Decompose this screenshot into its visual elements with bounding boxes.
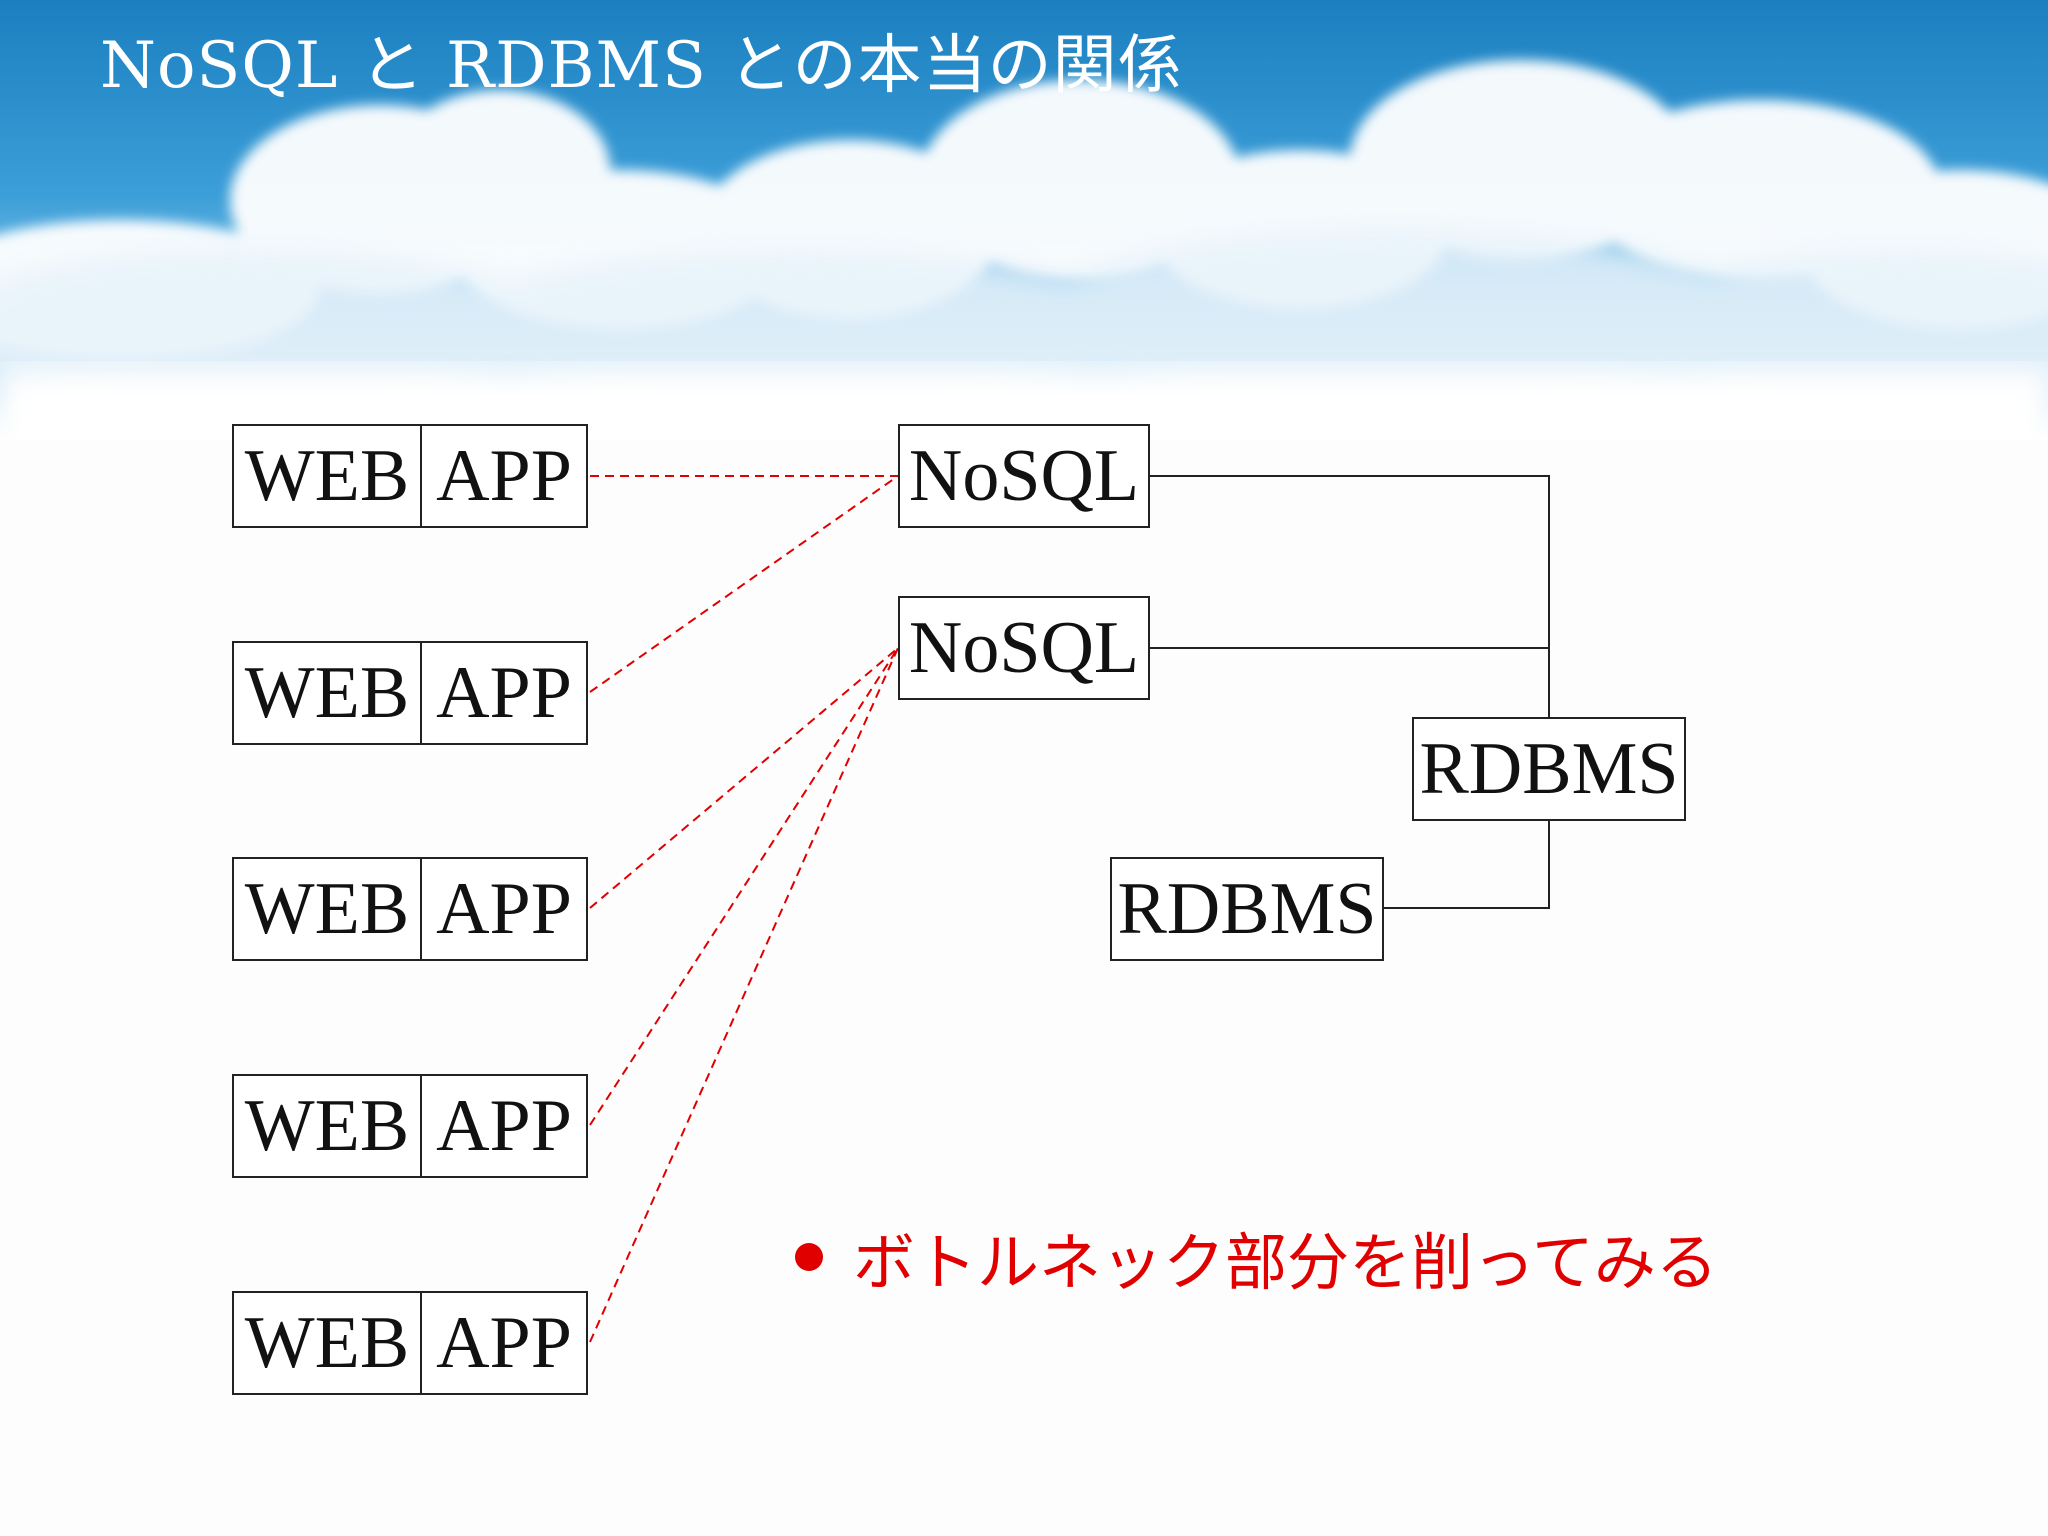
app-node-5: APP bbox=[420, 1291, 588, 1395]
dashed-link-3 bbox=[589, 647, 899, 909]
nosql-node-2: NoSQL bbox=[898, 596, 1150, 700]
bullet-dot-icon bbox=[795, 1243, 823, 1271]
app-node-3: APP bbox=[420, 857, 588, 961]
bullet-note: ボトルネック部分を削ってみる bbox=[795, 1212, 1718, 1302]
solid-link-nosql-1 bbox=[1150, 475, 1550, 718]
web-node-5: WEB bbox=[232, 1291, 422, 1395]
dashed-link-2 bbox=[589, 475, 899, 693]
solid-link-rdbms bbox=[1382, 820, 1550, 909]
dashed-link-5 bbox=[589, 647, 899, 1343]
web-node-3: WEB bbox=[232, 857, 422, 961]
dashed-link-4 bbox=[589, 647, 899, 1126]
bullet-note-text: ボトルネック部分を削ってみる bbox=[853, 1226, 1718, 1299]
app-node-4: APP bbox=[420, 1074, 588, 1178]
nosql-node-1: NoSQL bbox=[898, 424, 1150, 528]
app-node-1: APP bbox=[420, 424, 588, 528]
sky-cloud-banner bbox=[0, 0, 2048, 440]
rdbms-node-secondary: RDBMS bbox=[1110, 857, 1384, 961]
web-node-1: WEB bbox=[232, 424, 422, 528]
slide-title: NoSQL と RDBMS との本当の関係 bbox=[100, 29, 1183, 103]
web-node-2: WEB bbox=[232, 641, 422, 745]
rdbms-node-primary: RDBMS bbox=[1412, 717, 1686, 821]
web-node-4: WEB bbox=[232, 1074, 422, 1178]
app-node-2: APP bbox=[420, 641, 588, 745]
